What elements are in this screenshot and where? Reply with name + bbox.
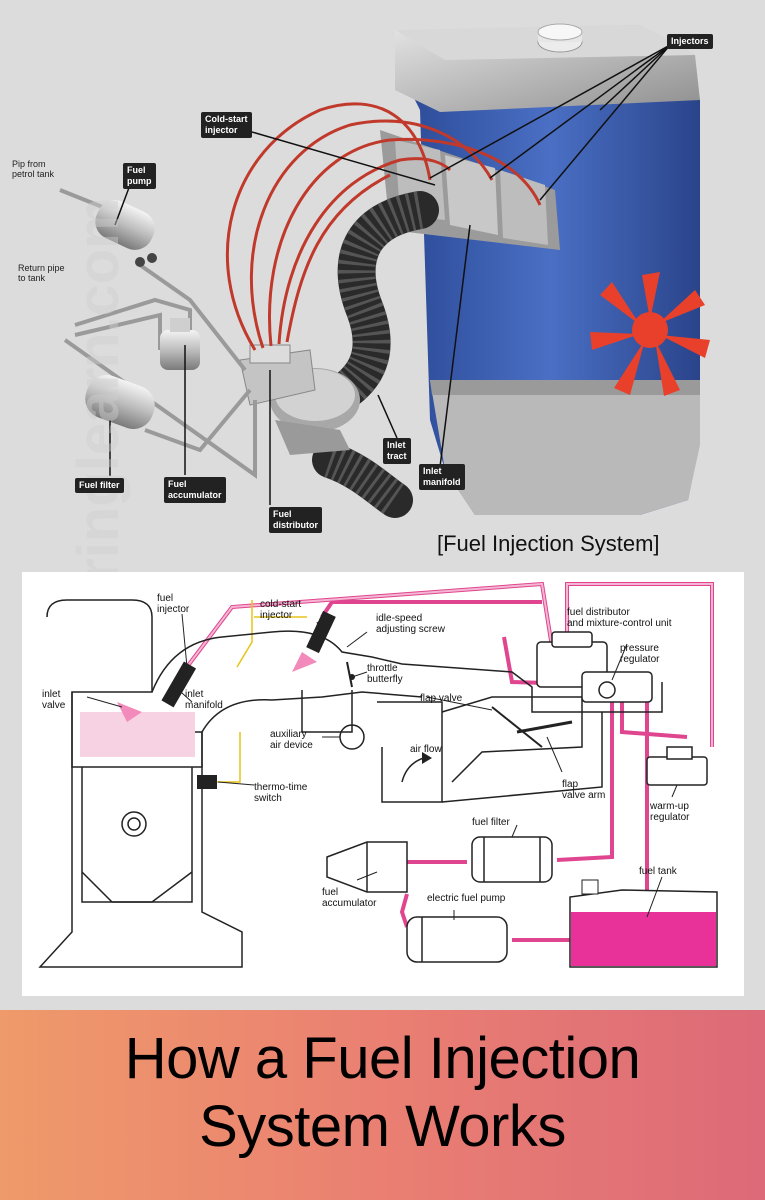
fuel-distributor-unit: [239, 344, 360, 455]
s-label-auxiliary-air-device: auxiliary air device: [270, 729, 313, 751]
engine-block: [380, 23, 700, 515]
schematic-leaders: [86, 613, 678, 920]
s-label-cold-start-injector: cold-start injector: [260, 599, 302, 621]
label-fuel-distributor: Fuel distributor: [269, 507, 322, 533]
s-label-electric-fuel-pump: electric fuel pump: [427, 893, 506, 904]
cold-start-injector-body: [306, 610, 336, 654]
electrical-wires: [212, 600, 307, 783]
label-fuel-filter: Fuel filter: [75, 478, 124, 493]
s-label-fuel-injector: fuel injector: [157, 593, 190, 615]
s-label-throttle-butterfly: throttle butterfly: [367, 663, 403, 685]
throttle-butterfly-shaft: [346, 661, 353, 688]
electric-fuel-pump-body: [406, 916, 508, 963]
fan-icon: [590, 272, 710, 396]
s-label-flap-valve: flap valve: [420, 693, 463, 704]
label-injectors: Injectors: [667, 34, 713, 49]
flap-valve: [491, 706, 543, 748]
engine-cylinder: [38, 599, 243, 968]
label-fuel-accumulator: Fuel accumulator: [164, 477, 226, 503]
page-title: How a Fuel Injection System Works: [124, 1026, 641, 1159]
fuel-lines: [185, 581, 714, 942]
label-return-pipe: Return pipe to tank: [18, 263, 65, 283]
s-label-warm-up-regulator: warm-up regulator: [650, 801, 690, 823]
s-label-fuel-filter: fuel filter: [472, 817, 510, 828]
label-pip-from-petrol-tank: Pip from petrol tank: [12, 159, 55, 179]
inlet-manifold-outline: [151, 630, 663, 803]
inlet-tract: [311, 191, 439, 518]
fuel-tank-body: [569, 879, 718, 968]
s-label-thermo-time-switch: thermo-time switch: [254, 782, 308, 804]
s-label-flap-valve-arm: flap valve arm: [562, 779, 606, 801]
injector-spray: [117, 702, 142, 722]
s-label-fuel-distributor: fuel distributor and mixture-control uni…: [567, 607, 672, 629]
combustion-chamber: [80, 712, 195, 757]
diagram-caption: [Fuel Injection System]: [437, 531, 660, 556]
s-label-fuel-accumulator: fuel accumulator: [322, 887, 377, 909]
fuel-filter: [85, 374, 155, 430]
s-label-idle-speed-screw: idle-speed adjusting screw: [376, 613, 445, 635]
label-fuel-pump: Fuel pump: [123, 163, 156, 189]
fuel-accumulator-body: [326, 841, 408, 893]
flap-valve-arm: [516, 720, 573, 734]
s-label-inlet-valve: inlet valve: [42, 689, 66, 711]
label-cold-start-injector: Cold-start injector: [201, 112, 252, 138]
fuel-distributor-body: [536, 631, 653, 703]
schematic-drawing: [38, 581, 718, 968]
label-inlet-manifold: Inlet manifold: [419, 464, 465, 490]
s-label-pressure-regulator: pressure regulator: [620, 643, 660, 665]
fuel-injection-illustration: [59, 23, 710, 518]
schematic-panel: fuel injector cold-start injector idle-s…: [22, 572, 744, 996]
fuel-accumulator: [160, 318, 200, 370]
s-label-inlet-manifold: inlet manifold: [185, 689, 223, 711]
thermo-time-switch-body: [197, 775, 217, 789]
leader-lines: [109, 44, 671, 505]
label-inlet-tract: Inlet tract: [383, 438, 411, 464]
injector-lines: [225, 102, 542, 351]
fuel-filter-body: [471, 836, 553, 883]
s-label-air-flow: air flow: [410, 744, 442, 755]
warm-up-regulator-body: [646, 746, 708, 786]
fuel-injector-body: [161, 661, 197, 708]
title-banner: [0, 1010, 765, 1200]
fuel-pump: [95, 200, 157, 267]
s-label-fuel-tank: fuel tank: [639, 866, 677, 877]
